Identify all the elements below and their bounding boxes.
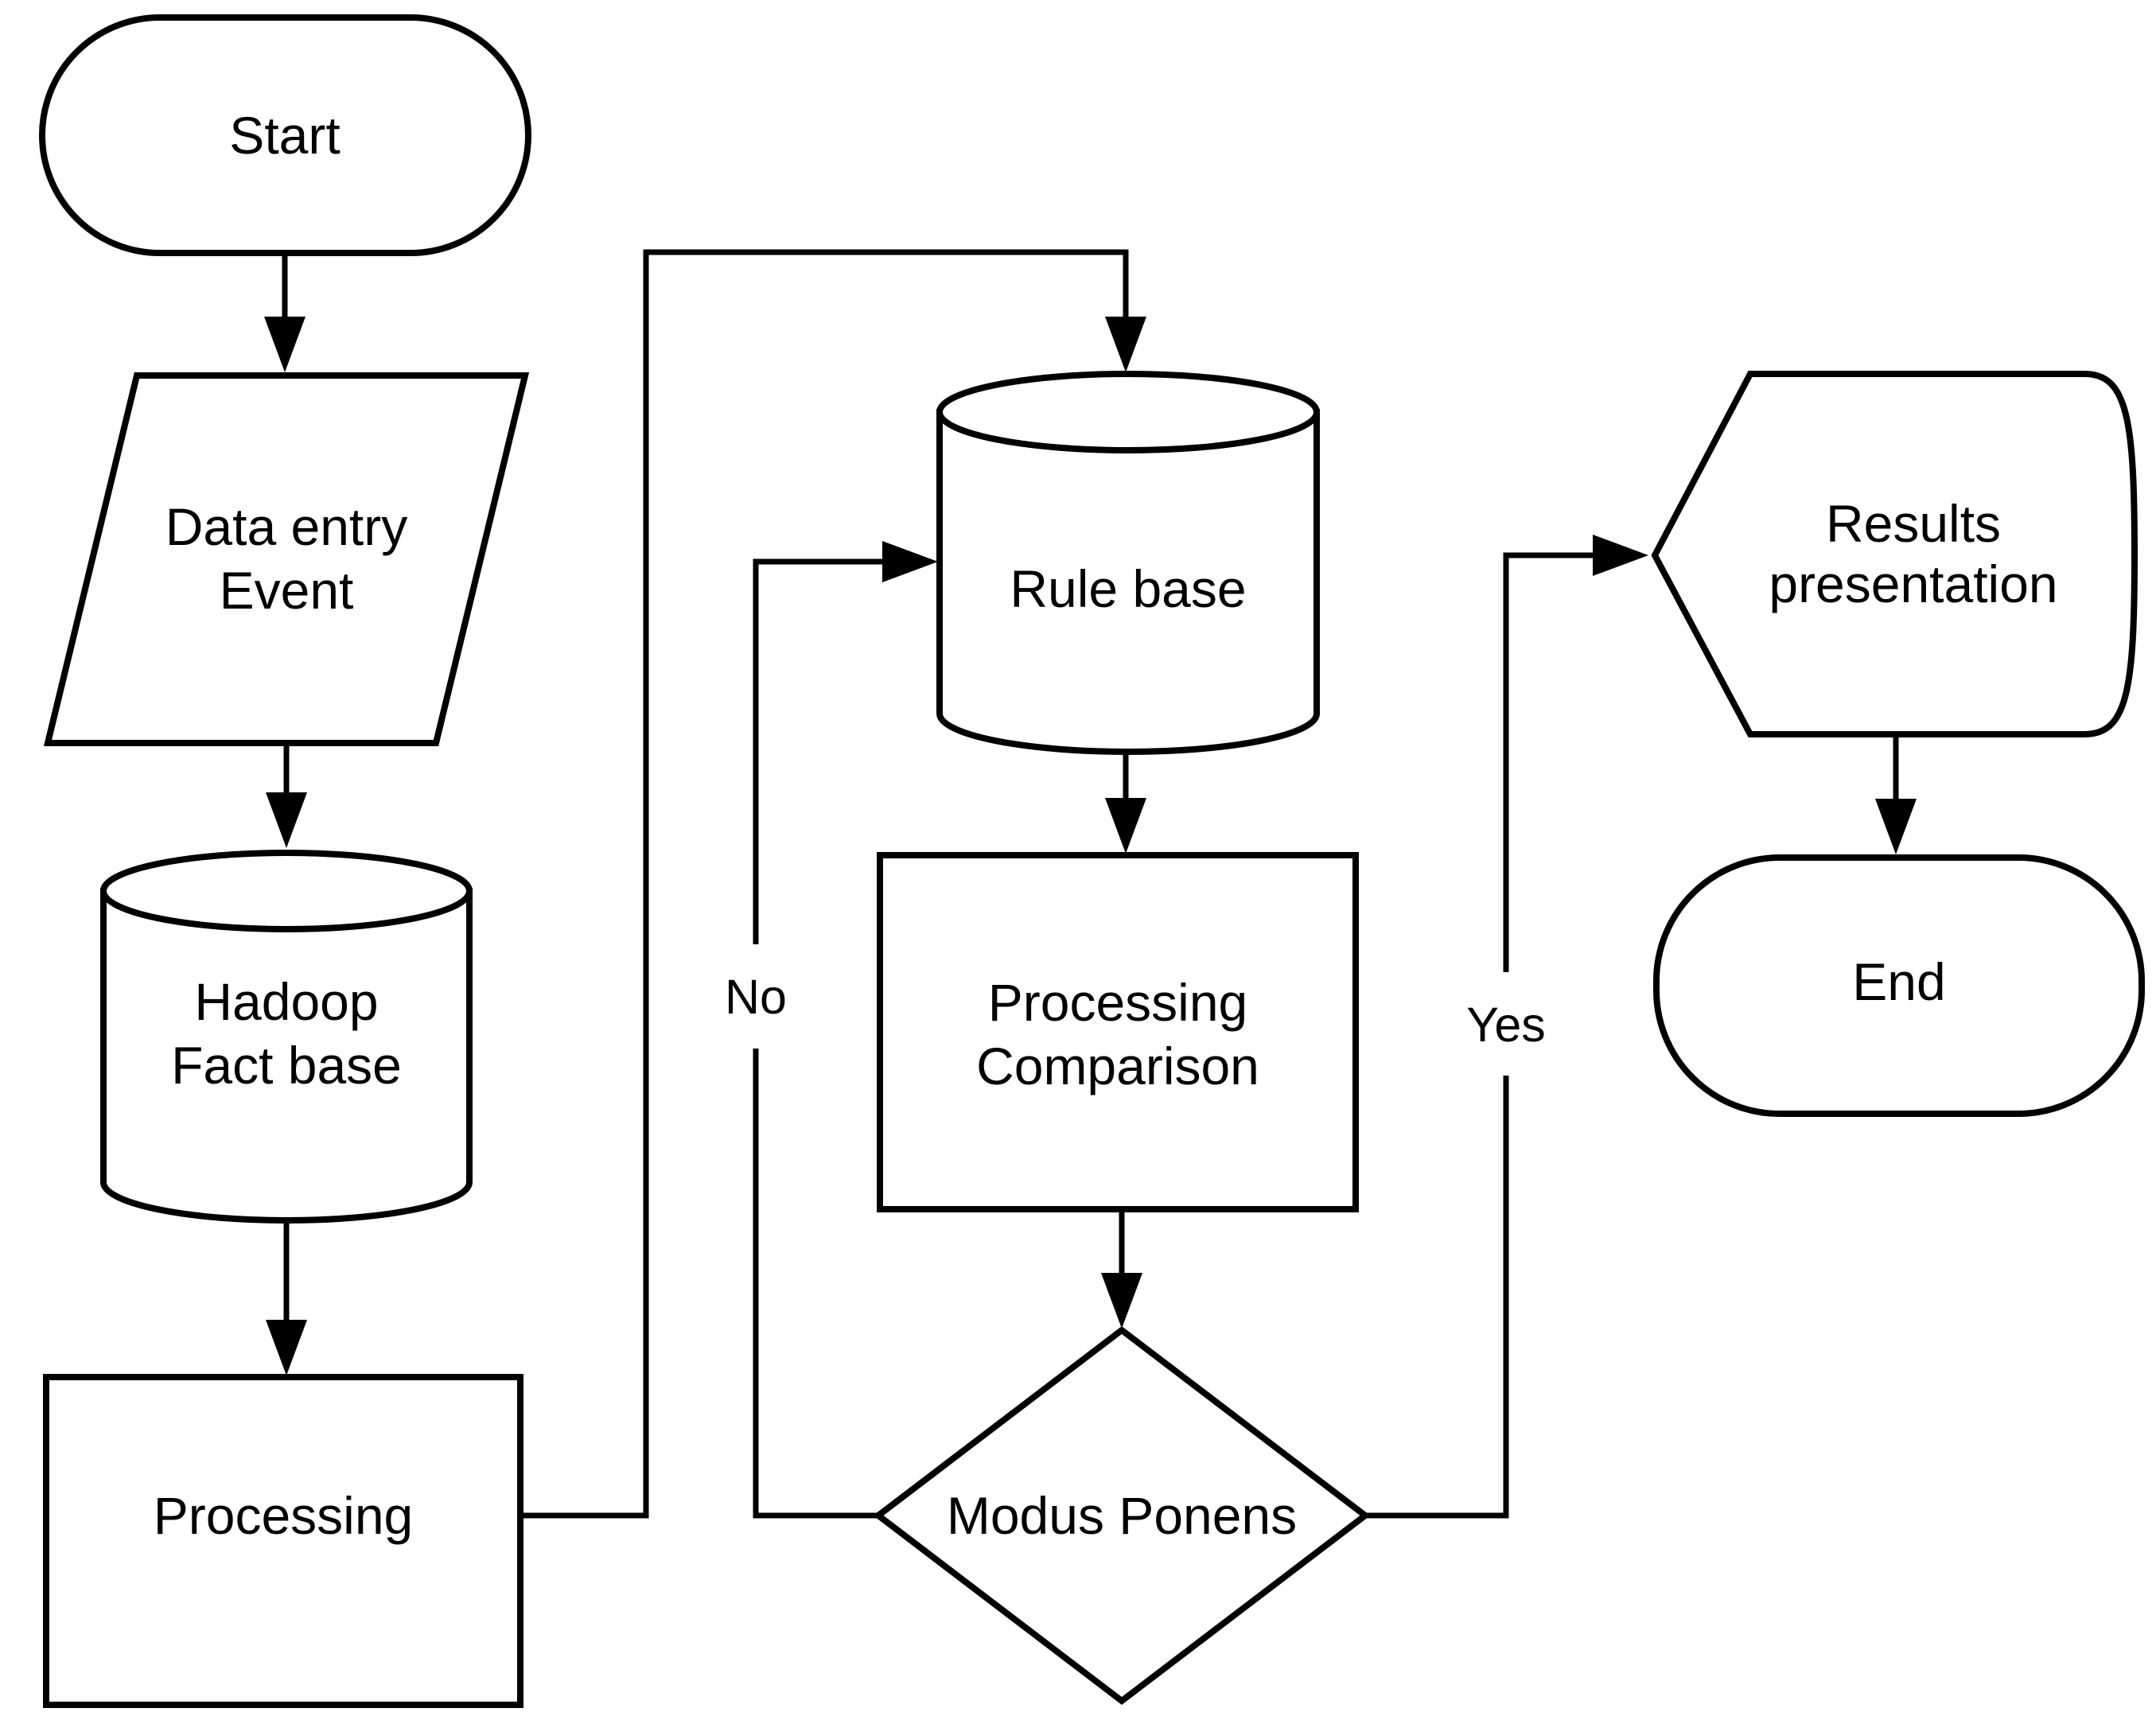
arrowhead-down-icon	[1101, 1273, 1142, 1329]
node-rule-base-cylinder-top	[936, 371, 1320, 453]
arrowhead-down-icon	[266, 1320, 307, 1375]
edge-processing-to-rule-base	[520, 249, 1129, 1519]
node-start-label: Start	[229, 106, 340, 165]
node-comparison-shape	[877, 852, 1359, 1212]
arrowhead-down-icon	[1105, 317, 1146, 372]
edge-no-loop-lower	[753, 1049, 878, 1519]
node-results-label-line2: presentation	[1769, 554, 2057, 613]
node-comparison-label-line2: Comparison	[976, 1037, 1259, 1095]
node-modus-ponens-shape	[873, 1325, 1371, 1706]
arrowhead-right-icon	[1593, 535, 1648, 576]
node-results-shape	[1651, 371, 2138, 737]
node-processing-label: Processing	[154, 1486, 414, 1545]
node-end-label: End	[1852, 952, 1945, 1011]
edge-no-loop-upper	[753, 558, 883, 944]
node-hadoop-cylinder-top	[100, 850, 473, 932]
node-data-entry-label-line1: Data entry	[165, 497, 407, 556]
arrowhead-down-icon	[266, 792, 307, 848]
node-data-entry-shape	[43, 372, 530, 746]
node-comparison-label-line1: Processing	[988, 973, 1248, 1032]
node-data-entry-label-line2: Event	[220, 561, 354, 620]
node-start-shape	[39, 14, 531, 256]
edge-yes-lower	[1365, 1076, 1509, 1519]
edge-yes-upper	[1503, 552, 1593, 972]
node-results-label-line1: Results	[1826, 494, 2001, 553]
arrowhead-down-icon	[1875, 799, 1917, 854]
arrowhead-right-icon	[882, 541, 938, 582]
arrowhead-down-icon	[264, 317, 305, 372]
node-processing-shape	[43, 1374, 523, 1708]
node-hadoop-label-line2: Fact base	[171, 1036, 402, 1095]
node-modus-ponens-label: Modus Ponens	[947, 1486, 1297, 1545]
edge-label-yes: Yes	[1466, 998, 1546, 1052]
node-rule-base-label: Rule base	[1010, 559, 1246, 618]
arrowhead-down-icon	[1105, 798, 1146, 854]
edge-label-no: No	[725, 970, 787, 1024]
node-hadoop-cylinder-body	[100, 888, 473, 1224]
node-hadoop-label-line1: Hadoop	[194, 972, 378, 1031]
node-end-shape	[1653, 854, 2145, 1117]
node-rule-base-cylinder-body	[936, 409, 1320, 755]
